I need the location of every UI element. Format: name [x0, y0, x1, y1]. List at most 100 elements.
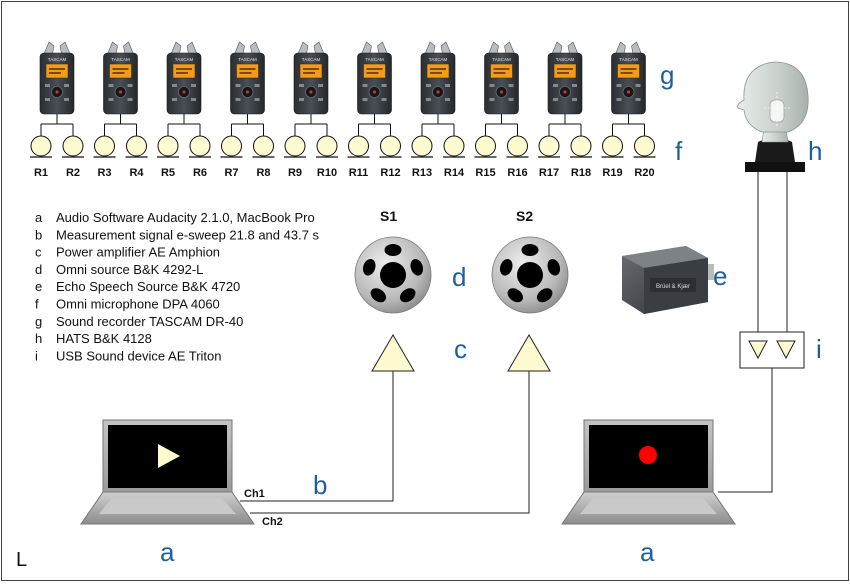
laptop-recording — [561, 419, 736, 525]
legend: a Audio Software Audacity 2.1.0, MacBook … — [35, 210, 320, 363]
omni-source-icon — [354, 236, 432, 314]
legend-text: USB Sound device AE Triton — [56, 348, 221, 363]
legend-key: c — [35, 245, 42, 260]
recorder-brand: TASCAM — [302, 57, 321, 62]
microphone-label: R14 — [444, 167, 465, 179]
microphone-icon — [570, 135, 592, 157]
label-f: f — [675, 136, 683, 166]
play-icon — [158, 444, 180, 468]
legend-key: b — [35, 227, 42, 242]
corner-label: L — [16, 549, 27, 571]
recorder-brand: TASCAM — [48, 57, 67, 62]
microphone-icon — [507, 135, 528, 157]
microphone-icon — [253, 135, 274, 157]
microphone-icon — [475, 135, 496, 157]
label-g: g — [660, 60, 674, 90]
legend-key: f — [35, 297, 39, 312]
microphone-label: R5 — [161, 167, 175, 179]
sound-recorder-icon: TASCAM — [39, 41, 75, 115]
microphone-label: R12 — [380, 167, 400, 179]
microphone-icon — [221, 135, 242, 157]
label-e: e — [713, 261, 727, 291]
sound-recorder-icon: TASCAM — [420, 41, 456, 115]
microphone-label: R8 — [256, 167, 270, 179]
recorder-brand: TASCAM — [175, 57, 194, 62]
sound-recorder-icon: TASCAM — [357, 41, 392, 115]
recorder-brand: TASCAM — [556, 57, 575, 62]
legend-key: e — [35, 279, 42, 294]
sound-recorder-icon: TASCAM — [166, 41, 202, 115]
microphone-icon — [62, 135, 84, 157]
label-i: i — [816, 334, 822, 364]
microphone-label: R19 — [602, 167, 622, 179]
source-s2-label: S2 — [516, 208, 533, 224]
microphone-label: R16 — [507, 167, 527, 179]
sound-recorder-icon: TASCAM — [484, 41, 519, 115]
microphone-icon — [443, 135, 465, 157]
label-h: h — [808, 136, 822, 166]
legend-text: HATS B&K 4128 — [56, 331, 152, 346]
echo-source-brand: Brüel & Kjær — [656, 284, 690, 290]
recorder-brand: TASCAM — [238, 57, 257, 62]
label-a-right: a — [640, 537, 655, 567]
microphone-label: R17 — [539, 167, 559, 179]
microphone-icon — [316, 135, 338, 157]
recorder-brand: TASCAM — [619, 57, 638, 62]
omni-source-icon — [491, 236, 569, 314]
sound-recorder-icon: TASCAM — [230, 41, 265, 115]
usb-sound-device — [739, 331, 805, 369]
microphone-label: R15 — [475, 167, 495, 179]
legend-key: a — [35, 210, 43, 225]
legend-text: Omni microphone DPA 4060 — [56, 297, 220, 312]
microphone-label: R1 — [34, 167, 48, 179]
microphone-label: R10 — [317, 167, 337, 179]
microphone-icon — [126, 135, 147, 157]
echo-speech-source: Brüel & Kjær — [622, 246, 714, 314]
legend-text: Echo Speech Source B&K 4720 — [56, 279, 240, 294]
cables — [240, 172, 788, 514]
legend-text: Power amplifier AE Amphion — [56, 245, 220, 260]
legend-key: g — [35, 314, 42, 329]
microphone-label: R13 — [412, 167, 432, 179]
recorder-brand: TASCAM — [365, 57, 384, 62]
microphone-label: R4 — [129, 167, 144, 179]
sound-recorder-icon: TASCAM — [611, 41, 646, 115]
triton-input-2-icon — [776, 340, 796, 360]
microphone-icon — [380, 135, 401, 157]
legend-text: Sound recorder TASCAM DR-40 — [56, 314, 243, 329]
microphone-icon — [602, 135, 623, 157]
microphone-icon — [411, 135, 433, 157]
microphone-icon — [634, 135, 655, 157]
recorder-brand: TASCAM — [429, 57, 448, 62]
microphone-label: R3 — [97, 167, 111, 179]
microphone-icon — [94, 135, 115, 157]
microphone-icon — [157, 135, 179, 157]
sound-recorder-icon: TASCAM — [547, 41, 583, 115]
label-c: c — [454, 334, 467, 364]
label-d: d — [452, 262, 466, 292]
microphone-label: R7 — [224, 167, 238, 179]
microphone-icon — [30, 135, 52, 157]
microphone-icon — [348, 135, 369, 157]
triton-input-1-icon — [748, 340, 768, 360]
record-icon — [639, 446, 657, 464]
legend-text: Audio Software Audacity 2.1.0, MacBook P… — [56, 210, 315, 225]
microphone-icon — [538, 135, 560, 157]
recorder-brand: TASCAM — [492, 57, 511, 62]
microphone-wiring — [40, 114, 645, 136]
channel-1-label: Ch1 — [244, 488, 265, 500]
recorder-brand: TASCAM — [111, 57, 130, 62]
legend-key: d — [35, 262, 42, 277]
legend-text: Measurement signal e-sweep 21.8 and 43.7… — [56, 227, 320, 242]
sound-recorder-icon: TASCAM — [293, 41, 329, 115]
channel-2-label: Ch2 — [262, 516, 283, 528]
hats-dummy-head — [737, 61, 809, 172]
label-a-left: a — [160, 537, 175, 567]
legend-key: h — [35, 331, 42, 346]
sound-recorder-icon: TASCAM — [103, 41, 138, 115]
legend-key: i — [35, 348, 38, 363]
microphone-label: R20 — [634, 167, 654, 179]
microphone-label: R9 — [288, 167, 302, 179]
